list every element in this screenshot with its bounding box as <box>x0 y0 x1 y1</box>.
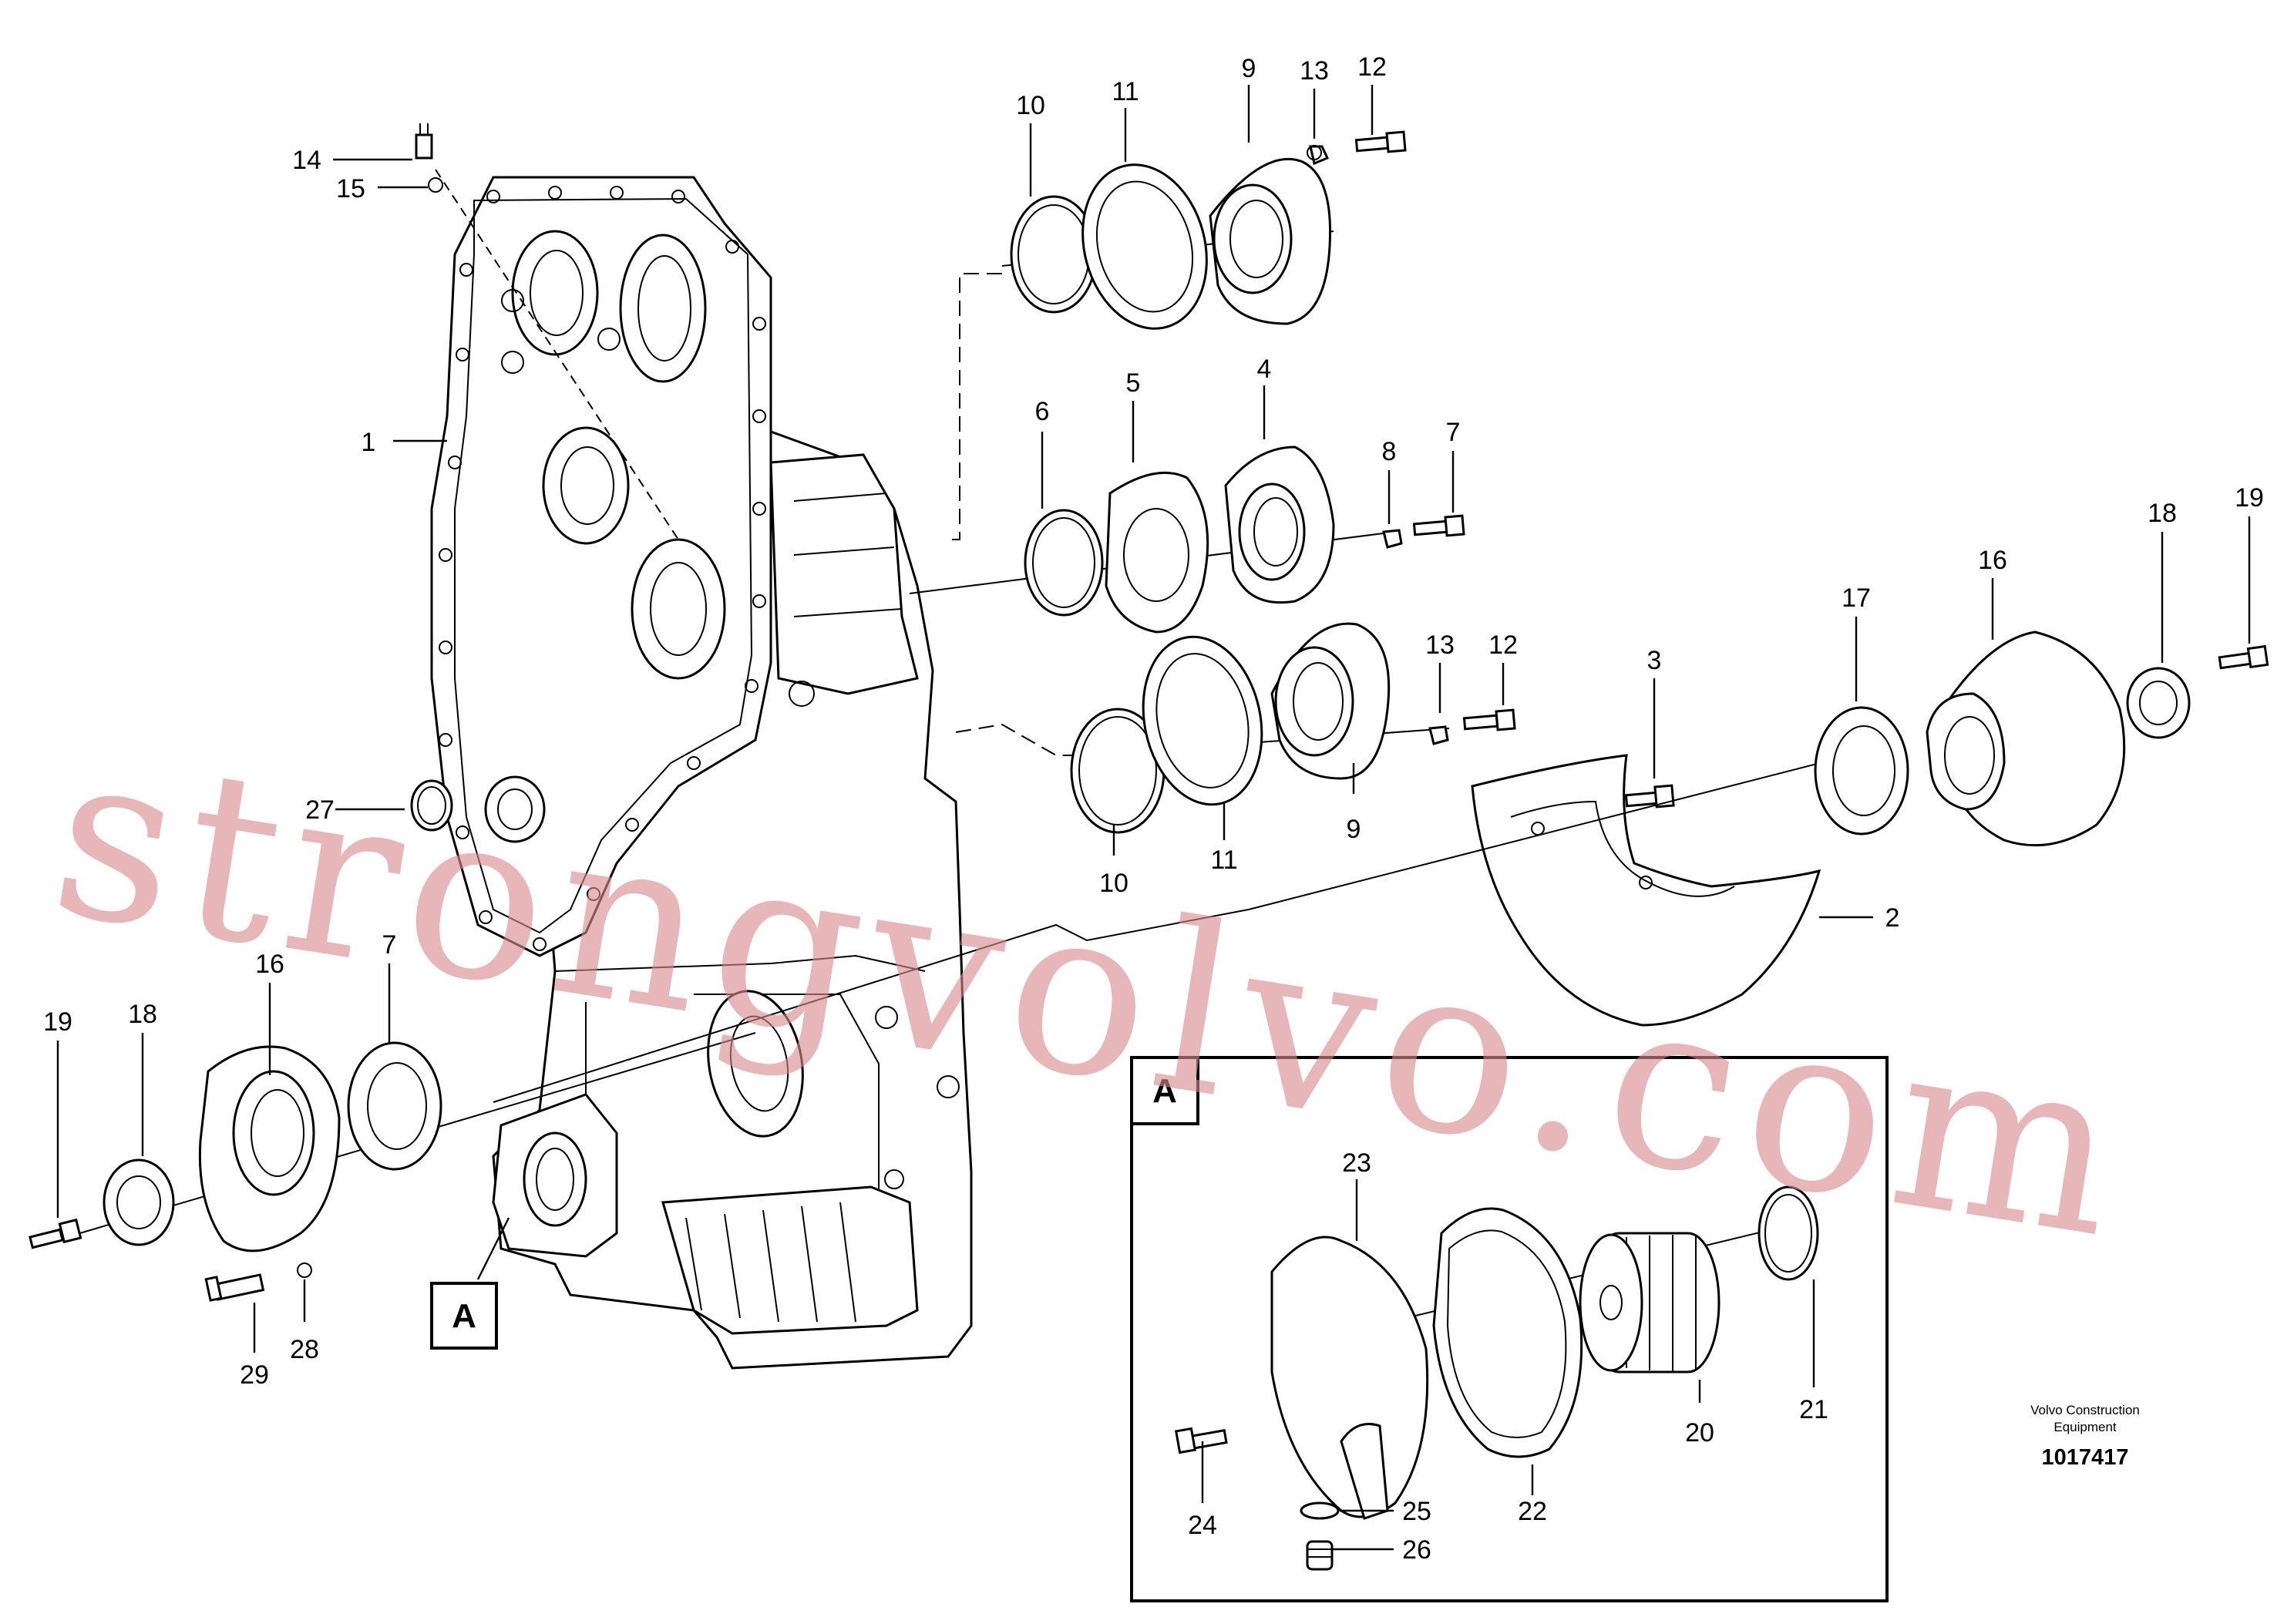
callout-14: 14 <box>292 146 321 175</box>
callout-11b: 11 <box>1210 846 1237 875</box>
callout-10b: 10 <box>1099 869 1128 898</box>
guard-shield <box>1471 754 1821 1027</box>
callout-8: 8 <box>1382 437 1397 466</box>
callout-2: 2 <box>1885 903 1900 933</box>
section-marker-a-label: A <box>452 1297 476 1335</box>
gasket-front-cover <box>430 169 772 957</box>
callout-21: 21 <box>1799 1395 1828 1424</box>
callout-leaders <box>56 85 2251 1551</box>
callout-6: 6 <box>1035 397 1050 426</box>
callout-17a: 17 <box>1842 583 1871 613</box>
callout-9a: 9 <box>1242 54 1256 83</box>
credit-block: Volvo Construction Equipment 1017417 <box>2030 1403 2140 1470</box>
callout-3: 3 <box>1647 646 1662 675</box>
callout-12a: 12 <box>1357 52 1387 82</box>
callout-4: 4 <box>1257 355 1272 384</box>
callout-16b: 16 <box>255 950 284 979</box>
section-marker-a: A <box>430 1282 498 1350</box>
callout-22: 22 <box>1518 1497 1547 1526</box>
detail-box-a-label: A <box>1152 1072 1177 1110</box>
callout-15: 15 <box>336 174 365 203</box>
callout-27: 27 <box>305 795 335 825</box>
callout-1: 1 <box>362 428 376 457</box>
callout-labels: 1 2 3 4 5 6 7 7 8 9 9 10 10 11 11 12 12 … <box>43 52 2264 1565</box>
callout-18a: 18 <box>2148 499 2177 528</box>
credit-line-1: Volvo Construction <box>2030 1403 2140 1417</box>
callout-23: 23 <box>1342 1148 1371 1178</box>
middle-cover-stack <box>909 446 1465 634</box>
detail-box-a <box>1130 1056 1889 1602</box>
callout-18b: 18 <box>128 1000 157 1029</box>
callout-5: 5 <box>1126 368 1141 398</box>
callout-25: 25 <box>1402 1497 1431 1526</box>
callout-19b: 19 <box>43 1007 72 1037</box>
callout-24: 24 <box>1188 1511 1217 1540</box>
left-output-flange <box>29 1032 756 1252</box>
callout-29: 29 <box>240 1360 269 1390</box>
callout-7a: 7 <box>1446 418 1461 447</box>
credit-line-2: Equipment <box>2054 1420 2117 1434</box>
callout-7b: 7 <box>382 930 397 960</box>
document-number: 1017417 <box>2042 1445 2129 1470</box>
callout-11a: 11 <box>1112 77 1139 106</box>
small-parts <box>204 123 453 1302</box>
upper-cover-stack <box>952 130 1407 540</box>
callout-13a: 13 <box>1300 56 1329 86</box>
callout-28: 28 <box>290 1335 319 1364</box>
callout-10a: 10 <box>1016 91 1045 120</box>
lower-cover-stack <box>955 622 1516 834</box>
callout-20: 20 <box>1685 1418 1714 1447</box>
callout-12b: 12 <box>1488 630 1518 660</box>
right-output-flange <box>493 630 2269 1103</box>
callout-9b: 9 <box>1347 815 1361 844</box>
callout-13b: 13 <box>1425 630 1455 660</box>
callout-26: 26 <box>1402 1535 1431 1565</box>
callout-16a: 16 <box>1978 546 2007 575</box>
callout-19a: 19 <box>2235 483 2264 513</box>
